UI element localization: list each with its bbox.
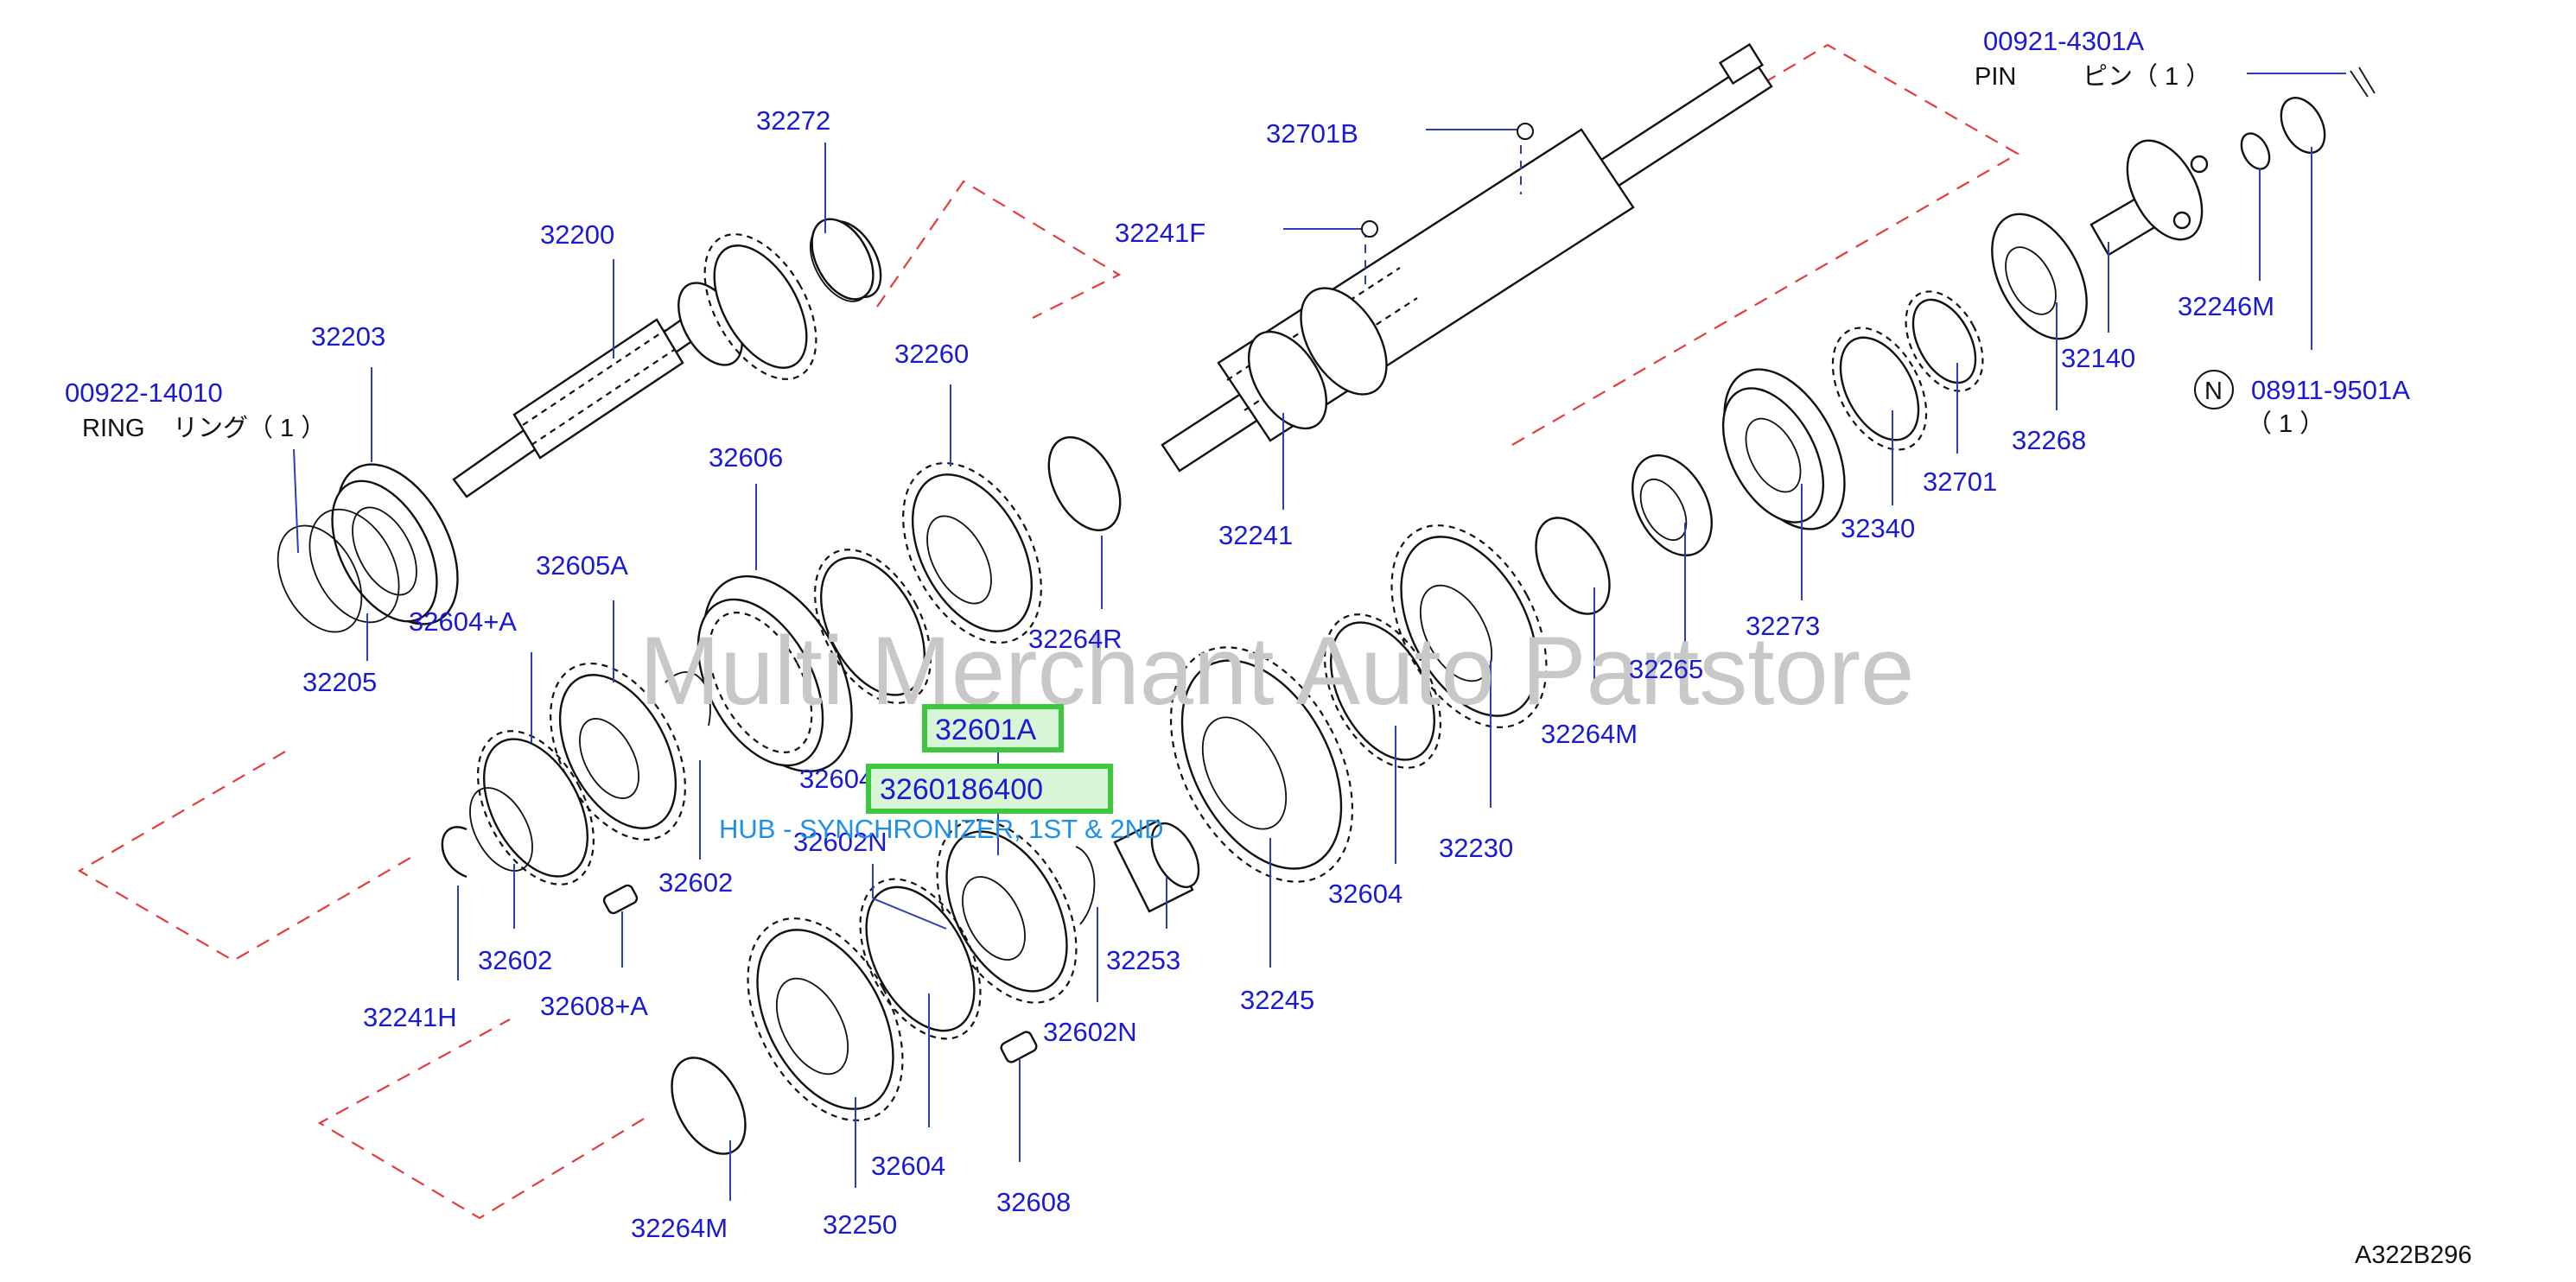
leader-lines [293, 73, 2346, 1201]
label-32260[interactable]: 32260 [894, 339, 969, 369]
baulk-ring-32604-bottom [859, 878, 982, 1040]
label-32602N-a[interactable]: 32602N [793, 827, 887, 857]
label-32246M[interactable]: 32246M [2178, 291, 2274, 321]
gear-32250 [747, 917, 904, 1121]
label-32241H[interactable]: 32241H [363, 1002, 457, 1032]
snap-ring-32241H [441, 826, 467, 879]
highlight-selection[interactable]: 32601A 3260186400 HUB - SYNCHRONIZER, 1S… [719, 704, 1163, 844]
label-32273[interactable]: 32273 [1746, 611, 1820, 641]
washer-32246M [2240, 132, 2271, 170]
nut-08911-9501A [2280, 97, 2326, 154]
gear-32340 [1831, 327, 1928, 451]
bearing-32273 [1721, 368, 1846, 530]
label-32241F[interactable]: 32241F [1115, 218, 1205, 248]
label-pin-jp: ピン（ 1 ） [2083, 63, 2210, 91]
label-00921-4301A[interactable]: 00921-4301A [1983, 26, 2144, 56]
highlight-description: HUB - SYNCHRONIZER, 1ST & 2ND [719, 814, 1163, 844]
label-ring-en: RING [82, 415, 145, 442]
label-32605A[interactable]: 32605A [536, 550, 628, 581]
label-00922-14010[interactable]: 00922-14010 [65, 378, 223, 408]
label-32245[interactable]: 32245 [1240, 985, 1314, 1015]
needle-bearing-32272 [811, 218, 875, 301]
label-32264M-mid[interactable]: 32264M [1541, 719, 1638, 749]
collar-32265 [1631, 454, 1713, 557]
label-32272[interactable]: 32272 [756, 105, 830, 136]
label-32241[interactable]: 32241 [1218, 520, 1293, 550]
label-32701B[interactable]: 32701B [1266, 118, 1358, 149]
label-32253[interactable]: 32253 [1106, 945, 1180, 975]
main-shaft-32241 [1161, 42, 1773, 473]
label-n-mark: N [2204, 378, 2223, 405]
label-32265[interactable]: 32265 [1629, 654, 1703, 684]
needle-bearing-32264M-bottom [671, 1057, 747, 1155]
label-08911-qty: （ 1 ） [2247, 410, 2325, 438]
label-32200[interactable]: 32200 [540, 219, 614, 250]
label-pin-en: PIN [1975, 63, 2016, 91]
flange-32140 [2089, 139, 2209, 257]
label-32701[interactable]: 32701 [1923, 466, 1997, 497]
baulk-ring-32604A-left [476, 730, 595, 885]
key-32608A [602, 884, 639, 915]
baulk-ring-32604-mid [1323, 613, 1442, 769]
baulk-ring-32604A-upper [813, 549, 932, 704]
dashed-guide-lines [77, 43, 2020, 1220]
label-32264M-bottom[interactable]: 32264M [631, 1213, 728, 1243]
highlight-full-part-no[interactable]: 3260186400 [880, 773, 1043, 806]
highlight-part-no[interactable]: 32601A [935, 714, 1037, 746]
label-32205[interactable]: 32205 [302, 667, 377, 697]
gear-32701 [1905, 290, 1984, 392]
label-32608A[interactable]: 32608+A [540, 991, 648, 1021]
ring-00922-14010 [277, 524, 363, 633]
label-32268[interactable]: 32268 [2012, 425, 2086, 455]
label-32264R[interactable]: 32264R [1028, 624, 1123, 654]
label-32608[interactable]: 32608 [996, 1187, 1071, 1217]
label-32340[interactable]: 32340 [1841, 513, 1915, 543]
label-32604A[interactable]: 32604+A [409, 606, 517, 637]
label-32602-b[interactable]: 32602 [478, 945, 552, 975]
label-32606[interactable]: 32606 [709, 442, 783, 473]
label-32602-a[interactable]: 32602 [658, 867, 733, 898]
highlight-box-full-part-no[interactable] [866, 764, 1113, 814]
gear-32260 [902, 461, 1042, 644]
label-32250[interactable]: 32250 [823, 1209, 897, 1240]
gear-32230 [1390, 524, 1548, 728]
hub-32605A [550, 662, 686, 841]
diagram-code: A322B296 [2355, 1241, 2471, 1269]
new-part-circle [2194, 370, 2234, 409]
needle-bearing-32264R [1047, 436, 1122, 531]
bearing-32203 [331, 463, 459, 625]
sleeve-32606 [696, 574, 853, 773]
label-32203[interactable]: 32203 [311, 321, 385, 352]
label-ring-jp: リング（ 1 ） [173, 414, 326, 442]
leader-markers [1361, 123, 1534, 238]
watermark: Multi Merchant Auto Partstore [639, 617, 1914, 725]
label-32230[interactable]: 32230 [1439, 833, 1513, 863]
callout-labels: 00921-4301A PIN ピン（ 1 ） 32701B 32241F 32… [65, 26, 2410, 1243]
bush-32253 [1113, 819, 1200, 913]
bearing-32268 [1991, 213, 2088, 340]
key-32608 [1000, 1031, 1038, 1063]
label-32604-mid[interactable]: 32604 [1328, 879, 1402, 909]
label-32602N-b[interactable]: 32602N [1043, 1017, 1137, 1047]
label-32140[interactable]: 32140 [2061, 343, 2135, 373]
needle-bearing-32264M-mid [1535, 517, 1611, 615]
spring-32602-upper [665, 671, 711, 727]
spring-32602-left [469, 787, 533, 872]
label-32604-b[interactable]: 32604 [871, 1151, 945, 1181]
pin-00921-4301A [2350, 67, 2376, 98]
spring-32602N [1075, 846, 1096, 925]
highlight-box-32601A[interactable] [922, 704, 1064, 752]
sleeve-32245 [1169, 646, 1354, 883]
label-08911-9501A[interactable]: 08911-9501A [2251, 375, 2410, 405]
snap-ring-32205 [308, 508, 400, 624]
